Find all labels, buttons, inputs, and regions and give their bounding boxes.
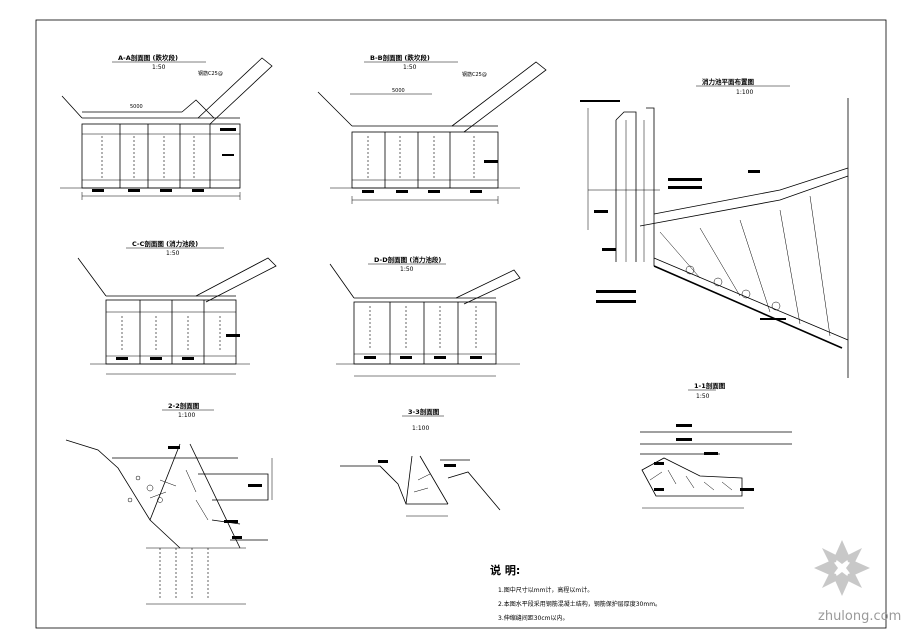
section-aa-title: A-A剖面图 (跌坎段) [118, 53, 178, 62]
plan-view-scale: 1:100 [736, 89, 753, 96]
section-33: 3-3剖面图 1:100 [340, 407, 501, 517]
note-item: 3.伸缩缝间距30cm以内。 [498, 614, 569, 622]
notes-heading: 说 明: [490, 563, 520, 577]
section-aa: A-A剖面图 (跌坎段) 1:50 钢筋C25@ 5000 [60, 53, 273, 200]
section-bb-dim-top: 5000 [392, 88, 405, 94]
section-bb-rebar: 钢筋C25@ [462, 71, 487, 78]
section-cc-title: C-C剖面图 (消力池段) [132, 239, 198, 248]
section-22-scale: 1:100 [178, 412, 195, 419]
section-dd-title: D-D剖面图 (消力池段) [374, 255, 441, 264]
section-33-title: 3-3剖面图 [408, 407, 440, 416]
notes-block: 说 明: 1.图中尺寸以mm计，高程以m计。 2.本图水平段采用钢筋混凝土结构，… [490, 563, 661, 622]
section-cc: C-C剖面图 (消力池段) 1:50 [77, 239, 277, 375]
section-dd: D-D剖面图 (消力池段) 1:50 [329, 255, 521, 377]
section-aa-scale: 1:50 [152, 64, 166, 71]
watermark-logo-icon [814, 540, 870, 596]
section-dd-scale: 1:50 [400, 266, 414, 273]
section-11-title: 1-1剖面图 [694, 381, 726, 390]
note-item: 1.图中尺寸以mm计，高程以m计。 [498, 586, 593, 594]
section-aa-dim-top: 5000 [130, 104, 143, 110]
watermark: zhulong.com [814, 540, 901, 624]
section-aa-rebar: 钢筋C25@ [198, 70, 223, 77]
section-bb-scale: 1:50 [403, 64, 417, 71]
section-bb: B-B剖面图 (跌坎段) 1:50 钢筋C25@ 5000 [317, 53, 547, 204]
section-22: 2-2剖面图 1:100 [65, 401, 273, 605]
section-cc-scale: 1:50 [166, 250, 180, 257]
section-bb-title: B-B剖面图 (跌坎段) [370, 53, 430, 62]
sheet-border [35, 19, 887, 629]
section-22-title: 2-2剖面图 [168, 401, 200, 410]
note-item: 2.本图水平段采用钢筋混凝土结构，钢筋保护层厚度30mm。 [498, 600, 661, 608]
plan-view: 消力池平面布置图 1:100 [580, 77, 849, 378]
section-11-scale: 1:50 [696, 393, 710, 400]
plan-view-title: 消力池平面布置图 [702, 77, 755, 86]
section-33-scale: 1:100 [412, 425, 429, 432]
watermark-text: zhulong.com [818, 609, 901, 624]
section-11: 1-1剖面图 1:50 [640, 381, 792, 509]
